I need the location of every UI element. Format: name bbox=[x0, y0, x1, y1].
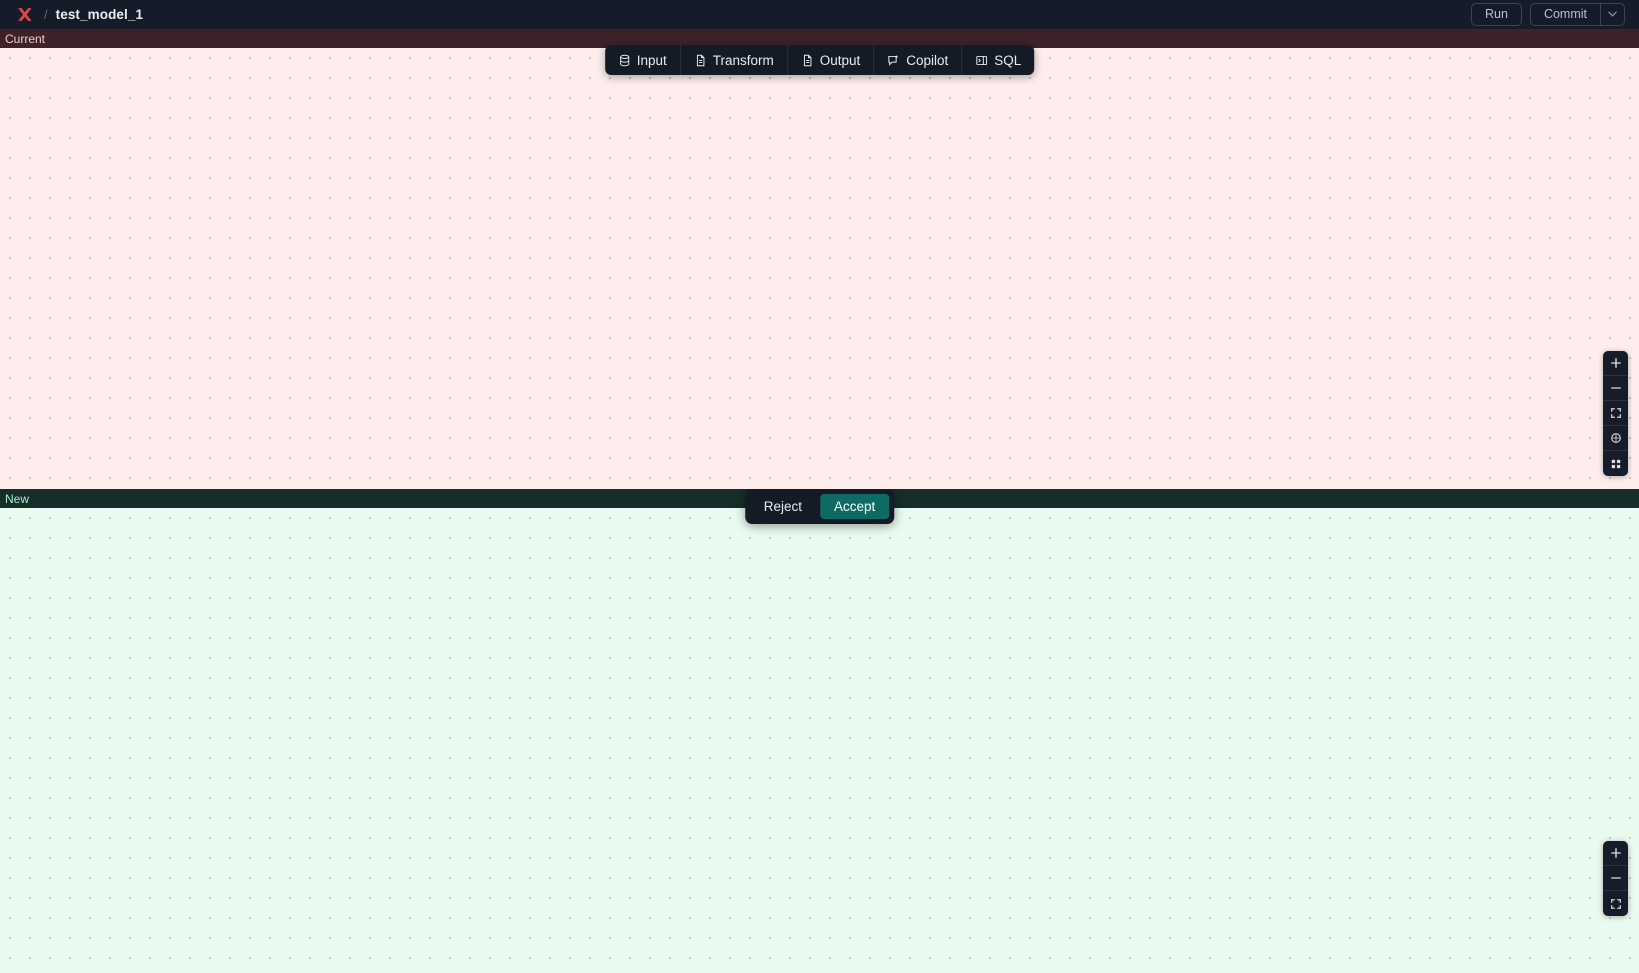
fit-view-icon[interactable] bbox=[1603, 891, 1628, 916]
chevron-down-icon[interactable] bbox=[1601, 4, 1624, 25]
zoom-controls-new bbox=[1603, 841, 1628, 916]
toolbar-item-sql[interactable]: SQL bbox=[962, 45, 1034, 75]
fit-view-icon[interactable] bbox=[1603, 401, 1628, 426]
current-canvas[interactable] bbox=[0, 48, 1639, 489]
node-toolbar: Input Transform Output bbox=[604, 45, 1035, 75]
toolbar-item-input-label: Input bbox=[636, 52, 667, 68]
minus-icon[interactable] bbox=[1603, 376, 1628, 401]
commit-button[interactable]: Commit bbox=[1531, 4, 1601, 25]
toolbar-item-output[interactable]: Output bbox=[788, 45, 875, 75]
run-button[interactable]: Run bbox=[1471, 3, 1522, 26]
app-logo-icon[interactable] bbox=[14, 5, 34, 25]
plus-icon[interactable] bbox=[1603, 351, 1628, 376]
database-icon bbox=[618, 54, 631, 67]
reject-button[interactable]: Reject bbox=[750, 494, 816, 519]
current-pane-label: Current bbox=[0, 29, 1639, 48]
plus-icon[interactable] bbox=[1603, 841, 1628, 866]
toolbar-item-transform-label: Transform bbox=[712, 52, 774, 68]
new-pane: New Reject Accept bbox=[0, 489, 1639, 973]
graph-edges bbox=[0, 508, 1639, 973]
commit-button-group: Commit bbox=[1529, 3, 1625, 26]
lock-interactive-icon[interactable] bbox=[1603, 426, 1628, 451]
accept-button[interactable]: Accept bbox=[819, 494, 890, 519]
document-icon bbox=[801, 54, 814, 67]
toolbar-item-output-label: Output bbox=[819, 52, 861, 68]
page-title: test_model_1 bbox=[55, 7, 144, 22]
review-actions: Reject Accept bbox=[744, 489, 895, 524]
top-bar: / test_model_1 Run Commit bbox=[0, 0, 1639, 29]
sql-panel-icon bbox=[975, 54, 988, 67]
breadcrumb-separator: / bbox=[44, 7, 48, 22]
toolbar-item-copilot-label: Copilot bbox=[906, 52, 949, 68]
minus-icon[interactable] bbox=[1603, 866, 1628, 891]
minimap-icon[interactable] bbox=[1603, 451, 1628, 476]
zoom-controls-current bbox=[1603, 351, 1628, 476]
current-pane: Current Input Transform bbox=[0, 29, 1639, 489]
new-canvas[interactable]: fct_github_pull_requests Model Name bbox=[0, 508, 1639, 973]
toolbar-item-copilot[interactable]: Copilot bbox=[874, 45, 963, 75]
toolbar-item-input[interactable]: Input bbox=[605, 45, 681, 75]
toolbar-item-transform[interactable]: Transform bbox=[681, 45, 788, 75]
document-icon bbox=[694, 54, 707, 67]
toolbar-item-sql-label: SQL bbox=[994, 52, 1022, 68]
sparkle-chat-icon bbox=[887, 54, 900, 67]
topbar-actions: Run Commit bbox=[1471, 3, 1631, 26]
